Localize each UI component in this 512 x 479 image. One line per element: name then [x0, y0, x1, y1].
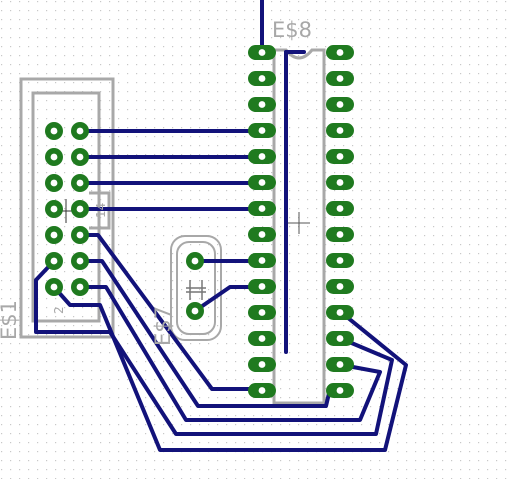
header-pin-label-2: 2 — [52, 306, 66, 314]
crystal-pads — [186, 252, 204, 320]
chip-label: E$8 — [272, 18, 312, 42]
chip-center-cross — [288, 212, 310, 234]
header-pads — [45, 122, 89, 296]
crystal-symbol — [186, 280, 206, 300]
traces — [34, 0, 408, 452]
header-pin-label-14: 14 — [94, 203, 108, 218]
chip-pads-left — [248, 45, 276, 398]
header-label: E$1 — [0, 300, 21, 340]
chip-pads-right — [326, 45, 354, 398]
crystal-label: E$7 — [151, 306, 175, 346]
crystal-outline — [170, 235, 222, 341]
